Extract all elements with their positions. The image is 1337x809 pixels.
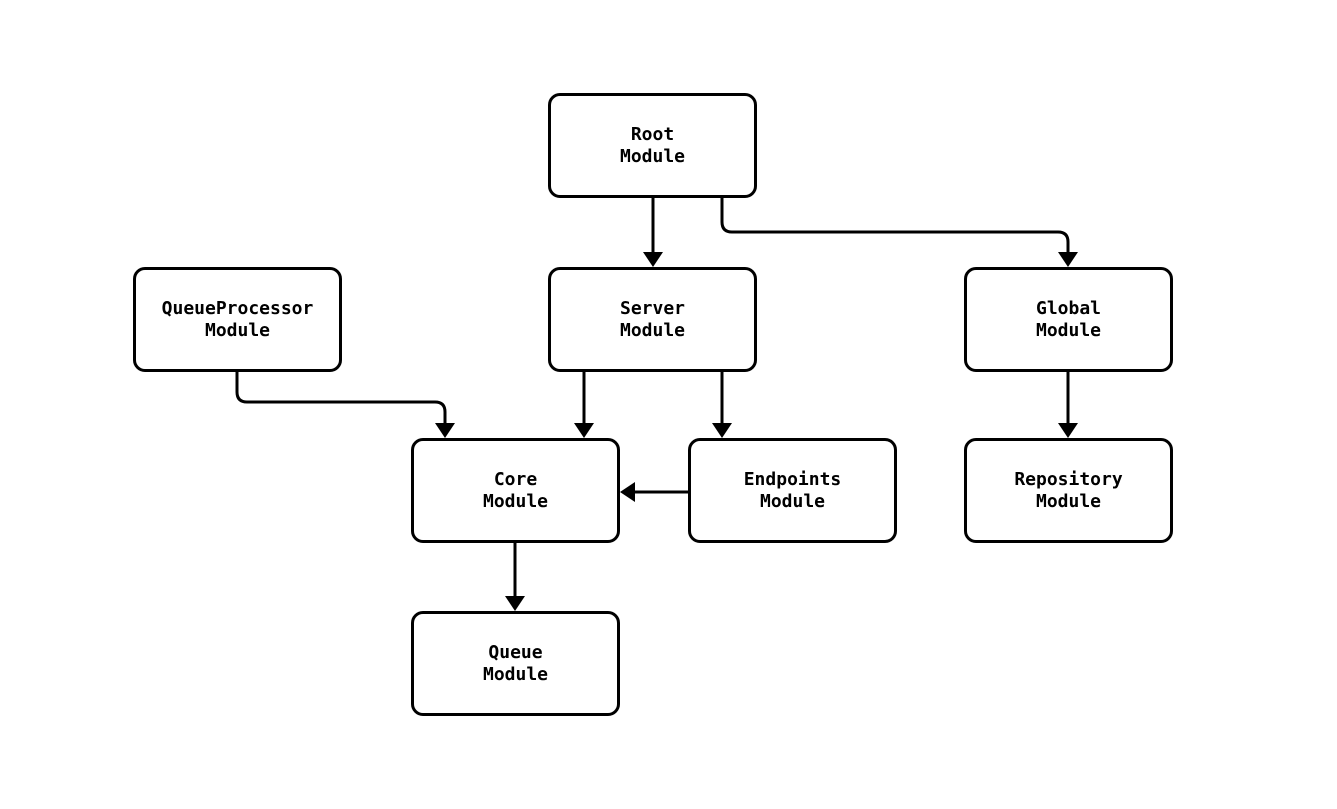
node-core-module: Core Module: [411, 438, 620, 543]
node-label-line2: Module: [619, 319, 686, 341]
edge-global-to-repository: [1058, 372, 1078, 438]
edge-root-to-server: [643, 198, 663, 267]
node-server-module: Server Module: [548, 267, 757, 372]
edge-server-to-endpoints: [712, 372, 732, 438]
edge-queueprocessor-to-core: [235, 372, 455, 438]
node-label-line1: Core: [493, 468, 538, 490]
node-label-line1: QueueProcessor: [161, 297, 314, 319]
node-repository-module: Repository Module: [964, 438, 1173, 543]
edge-line: [720, 198, 1070, 252]
arrowhead-down-icon: [643, 252, 663, 267]
node-label-line2: Module: [759, 490, 826, 512]
node-label-line2: Module: [1035, 319, 1102, 341]
node-label-line2: Module: [482, 663, 549, 685]
node-label-line1: Endpoints: [743, 468, 842, 490]
arrowhead-down-icon: [435, 423, 455, 438]
arrowhead-down-icon: [1058, 423, 1078, 438]
node-label-line2: Module: [619, 145, 686, 167]
node-global-module: Global Module: [964, 267, 1173, 372]
arrowhead-down-icon: [505, 596, 525, 611]
node-label-line1: Server: [619, 297, 686, 319]
edge-line: [235, 372, 447, 423]
node-queueprocessor-module: QueueProcessor Module: [133, 267, 342, 372]
node-label-line1: Root: [630, 123, 675, 145]
edge-core-to-queue: [505, 543, 525, 611]
arrowhead-down-icon: [712, 423, 732, 438]
node-endpoints-module: Endpoints Module: [688, 438, 897, 543]
arrowhead-down-icon: [1058, 252, 1078, 267]
edge-endpoints-to-core: [620, 482, 688, 502]
node-root-module: Root Module: [548, 93, 757, 198]
edge-server-to-core: [574, 372, 594, 438]
node-label-line2: Module: [204, 319, 271, 341]
node-queue-module: Queue Module: [411, 611, 620, 716]
arrowhead-down-icon: [574, 423, 594, 438]
node-label-line1: Queue: [488, 641, 543, 663]
arrowhead-left-icon: [620, 482, 635, 502]
node-label-line1: Global: [1035, 297, 1102, 319]
node-label-line1: Repository: [1014, 468, 1123, 490]
node-label-line2: Module: [1035, 490, 1102, 512]
edge-root-to-global: [720, 198, 1078, 267]
node-label-line2: Module: [482, 490, 549, 512]
